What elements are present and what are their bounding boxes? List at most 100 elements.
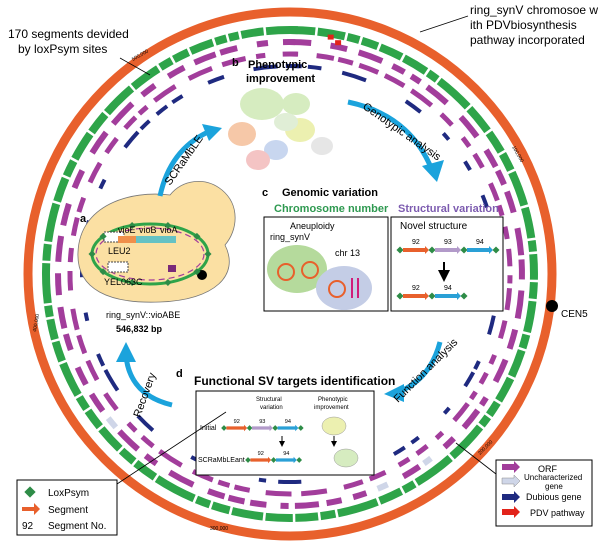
feature-arrow [378,43,404,61]
uncharacterized-symbol [501,474,521,488]
feature-arrow [89,130,109,155]
feature-arrow [460,136,472,149]
segment-number: 94 [283,451,289,457]
recovery-arrow [123,355,173,408]
segments-label: 170 segments devided [8,27,129,41]
feature-arrow [506,328,519,350]
feature-arrow [425,69,440,83]
aneuploidy-label: Aneuploidy [290,221,335,231]
feature-arrow [422,455,433,466]
feature-arrow [51,340,66,363]
cell [228,122,256,146]
segment-arrow [403,246,429,254]
cell [311,137,333,155]
ring-title: pathway incorporated [470,33,585,47]
feature-arrow [59,361,82,397]
vioB-gene [136,236,158,243]
feature-arrow [88,111,109,135]
cen5-label: CEN5 [561,309,588,320]
legend-text: LoxPsym [48,488,89,499]
callout-line [116,411,227,485]
feature-arrow [265,25,298,36]
feature-arrow [70,216,80,237]
feature-arrow [140,82,157,98]
ring-title: ring_synV chromosoe w [470,3,598,17]
segment-number: 93 [444,239,452,246]
feature-arrow [401,480,417,494]
feature-arrow [265,512,293,523]
feature-arrow [320,509,337,521]
loxpsym-site [164,278,172,287]
panel-letter: d [176,368,183,380]
feature-arrow [488,354,497,365]
feature-arrow [383,73,406,89]
loxpsym-site [492,246,500,254]
feature-arrow [504,190,517,214]
loxpsym-site [245,457,251,463]
arrow-head [422,160,444,182]
segment-number: 94 [285,419,291,425]
pdv-feature [335,40,342,46]
feature-arrow [240,27,265,39]
pdv-symbol [502,506,520,518]
feature-arrow [54,273,62,296]
feature-arrow [357,49,384,64]
feature-arrow [256,40,269,48]
segment-arrow [435,246,461,254]
feature-arrow [168,469,195,488]
cell [274,113,298,131]
feature-arrow [76,196,87,213]
feature-arrow [463,160,472,171]
loxpsym-site [99,232,107,240]
feature-arrow [227,31,240,42]
cell [333,448,359,468]
feature-arrow [103,368,120,392]
feature-arrow [187,65,213,81]
loxpsym-site [460,292,468,300]
feature-arrow [341,70,367,83]
legend-left: LoxPsym Segment 92 Segment No. [16,411,227,536]
feature-arrow [219,45,238,56]
ring-chromosome [301,261,319,279]
feature-arrow [523,300,537,334]
pdv-feature [327,34,334,40]
loxpsym-site [297,425,304,431]
feature-arrow [44,305,54,318]
loxpsym-site [204,250,212,258]
feature-arrow [152,84,177,103]
cell [321,416,347,436]
feature-arrow [404,99,422,114]
feature-arrow [103,392,119,412]
feature-arrow [518,333,531,350]
legend-text: Segment No. [48,521,106,532]
marker-label: YEL063C [104,277,143,287]
feature-arrow [117,429,140,452]
feature-arrow [75,395,90,412]
legend-text: Uncharacterized [524,473,582,482]
loxpsym-site [193,232,201,240]
loxpsym-site [164,221,172,230]
novel-label: Novel structure [400,221,468,232]
feature-arrow [410,88,434,108]
feature-arrow [41,263,52,304]
loxpsym-site [193,268,201,276]
feature-arrow [434,430,445,441]
feature-arrow [123,115,138,130]
gene-label: vioE [118,225,136,235]
feature-arrow [255,52,266,60]
feature-arrow [528,282,538,300]
feature-arrow [233,484,251,493]
segment-arrow [467,246,493,254]
feature-arrow [98,426,123,452]
feature-arrow [483,148,499,169]
feature-arrow [499,152,515,172]
feature-arrow [70,308,80,331]
segment-number: 92 [412,285,420,292]
segment-arrow [226,424,248,432]
feature-arrow [449,424,484,460]
cell [264,140,288,160]
loxpsym-site [272,425,279,431]
feature-arrow [397,456,411,468]
feature-arrow [504,288,512,311]
feature-arrow [227,494,246,505]
